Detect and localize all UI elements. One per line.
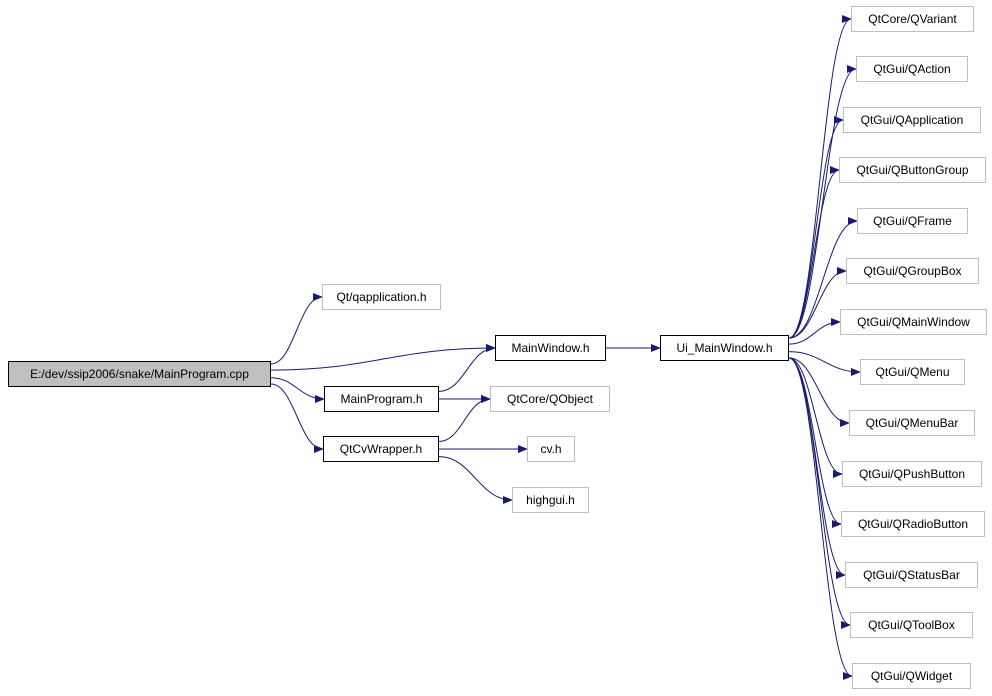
node-qtgui-qstatusbar[interactable]: QtGui/QStatusBar — [845, 562, 978, 588]
edge-root-to-qtcvwrapper — [270, 383, 324, 453]
node-qtgui-qframe[interactable]: QtGui/QFrame — [857, 208, 968, 234]
edge-root-to-mainprogram — [270, 377, 325, 403]
node-qtgui-qbuttongroup[interactable]: QtGui/QButtonGroup — [839, 157, 986, 183]
edge-ui_mainwindow-to-qapplication2 — [788, 116, 844, 339]
node-mainwindow-h[interactable]: MainWindow.h — [495, 335, 606, 361]
node-qtcore-qobject[interactable]: QtCore/QObject — [490, 386, 610, 412]
node-qtgui-qaction[interactable]: QtGui/QAction — [856, 56, 968, 82]
node-cv-h[interactable]: cv.h — [527, 436, 575, 462]
node-qtgui-qgroupbox[interactable]: QtGui/QGroupBox — [846, 258, 979, 284]
edge-mainprogram-to-mainwindow — [438, 344, 496, 392]
node-qtcore-qvariant[interactable]: QtCore/QVariant — [851, 6, 974, 32]
edge-layer — [270, 15, 861, 680]
node-qtgui-qmenu[interactable]: QtGui/QMenu — [860, 359, 965, 385]
node-mainprogram-h[interactable]: MainProgram.h — [324, 386, 439, 412]
edge-ui_mainwindow-to-qaction — [788, 65, 857, 339]
edge-root-to-qapplication — [270, 293, 323, 365]
edge-qtcvwrapper-to-highgui — [438, 456, 513, 504]
node-qtgui-qwidget[interactable]: QtGui/QWidget — [852, 663, 971, 689]
edge-ui_mainwindow-to-qvariant — [788, 15, 852, 339]
node-qtgui-qtoolbox[interactable]: QtGui/QToolBox — [850, 612, 973, 638]
node-qtgui-qpushbutton[interactable]: QtGui/QPushButton — [842, 461, 982, 487]
node-qtcvwrapper-h[interactable]: QtCvWrapper.h — [323, 436, 439, 462]
edge-ui_mainwindow-to-qstatusbar — [788, 357, 846, 579]
node-qtgui-qapplication[interactable]: QtGui/QApplication — [843, 107, 981, 133]
node-root[interactable]: E:/dev/ssip2006/snake/MainProgram.cpp — [8, 361, 271, 387]
edge-ui_mainwindow-to-qpushbutton — [788, 357, 843, 478]
edge-ui_mainwindow-to-qtoolbox — [788, 357, 851, 629]
edge-ui_mainwindow-to-qgroupbox — [788, 267, 847, 339]
edge-ui_mainwindow-to-qwidget — [788, 357, 853, 680]
edge-ui_mainwindow-to-qbuttongroup — [788, 166, 840, 339]
edge-root-to-mainwindow — [270, 344, 496, 371]
edge-ui_mainwindow-to-qframe — [788, 217, 858, 339]
edge-ui_mainwindow-to-qmenu — [788, 351, 861, 376]
node-qt-qapplication-h[interactable]: Qt/qapplication.h — [322, 284, 441, 310]
node-highgui-h[interactable]: highgui.h — [512, 487, 589, 513]
node-qtgui-qmainwindow[interactable]: QtGui/QMainWindow — [840, 309, 987, 335]
edge-qtcvwrapper-to-qobject — [438, 395, 491, 442]
node-qtgui-qradiobutton[interactable]: QtGui/QRadioButton — [841, 511, 985, 537]
edge-ui_mainwindow-to-qmenubar — [788, 357, 850, 427]
node-ui-mainwindow-h[interactable]: Ui_MainWindow.h — [660, 335, 789, 361]
edge-ui_mainwindow-to-qmainwindow — [788, 318, 841, 345]
node-qtgui-qmenubar[interactable]: QtGui/QMenuBar — [849, 410, 975, 436]
